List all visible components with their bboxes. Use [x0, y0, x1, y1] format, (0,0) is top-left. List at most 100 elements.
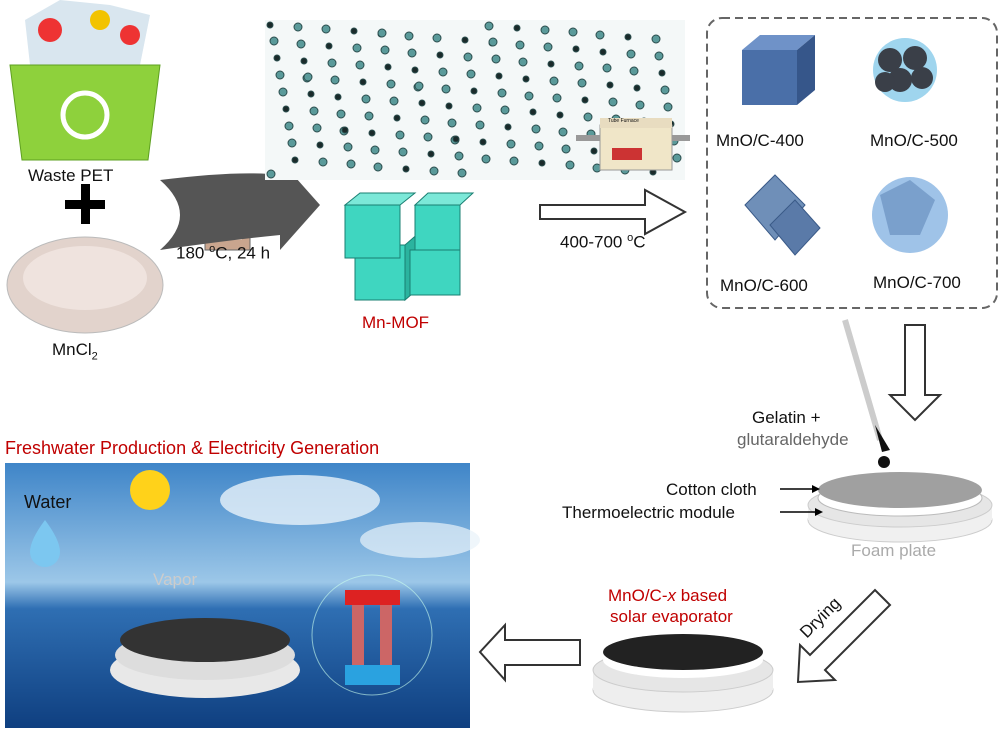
degree-sign: o: [209, 243, 216, 255]
mof-atom: [481, 154, 491, 164]
mof-atom: [316, 141, 324, 149]
mof-atom: [266, 169, 276, 179]
mof-atom: [386, 79, 396, 89]
mof-atom: [398, 147, 408, 157]
mof-atom: [466, 69, 476, 79]
mof-atom: [436, 51, 444, 59]
mof-atom: [293, 22, 303, 32]
mof-atom: [336, 109, 346, 119]
mn-mof-cubes-icon: [343, 192, 475, 302]
mof-atom: [654, 51, 664, 61]
mof-atom: [355, 60, 365, 70]
tube-furnace-text: Tube Furnace: [608, 118, 639, 124]
down-arrow-icon: [887, 324, 943, 422]
sample-label-600: MnO/C-600: [720, 276, 808, 295]
mof-atom: [404, 31, 414, 41]
vapor-label: Vapor: [153, 570, 198, 589]
mof-atom: [407, 48, 417, 58]
mof-atom: [651, 34, 661, 44]
mof-atom: [543, 42, 553, 52]
mof-atom: [568, 27, 578, 37]
evaporator-label-2: solar evaporator: [610, 607, 733, 626]
hydro-rest: C, 24 h: [215, 243, 271, 263]
mof-atom: [341, 126, 349, 134]
mof-atom: [343, 142, 353, 152]
mof-atom: [420, 115, 430, 125]
gelatin-label: Gelatin +: [752, 408, 821, 427]
evap-text-x: x: [667, 586, 677, 605]
mof-atom: [393, 114, 401, 122]
mof-atom: [307, 90, 315, 98]
furnace-unit: C: [633, 232, 646, 252]
mof-atom: [454, 151, 464, 161]
water-drop-icon: [30, 520, 60, 567]
mof-atom: [626, 49, 636, 59]
mof-atom: [312, 123, 322, 133]
mnoc-700-icon: [872, 177, 948, 253]
mof-atom: [296, 39, 306, 49]
mof-atom: [583, 112, 593, 122]
evap-text-c: based: [676, 586, 728, 605]
waste-pet-label: Waste PET: [28, 166, 114, 185]
layered-evaporator-icon: [807, 472, 993, 543]
mof-atom: [402, 165, 410, 173]
water-label: Water: [24, 492, 72, 512]
mof-atom: [500, 105, 510, 115]
mof-atom: [441, 84, 451, 94]
mof-atom: [565, 160, 575, 170]
mof-atom: [318, 157, 328, 167]
sample-label-700: MnO/C-700: [873, 273, 961, 292]
mof-atom: [540, 25, 550, 35]
mof-atom: [438, 67, 448, 77]
mof-atom: [321, 24, 331, 34]
evaporator-label-1: MnO/C-x based: [608, 586, 727, 606]
mof-atom: [445, 102, 453, 110]
mof-atom: [495, 72, 503, 80]
mncl2-subscript: 2: [91, 350, 98, 363]
mof-atom: [470, 87, 478, 95]
mof-atom: [581, 96, 589, 104]
mof-atom: [461, 36, 469, 44]
mof-atom: [624, 33, 632, 41]
mof-atom: [380, 45, 390, 55]
mof-atom: [672, 153, 682, 163]
mof-atom: [278, 87, 288, 97]
mof-atom: [364, 111, 374, 121]
mof-atom: [377, 28, 387, 38]
calcination-label: 400-700 oC: [560, 232, 646, 253]
mof-atom: [538, 159, 546, 167]
mof-atom: [291, 156, 299, 164]
tube-furnace-icon: [576, 118, 690, 171]
mof-atom: [275, 70, 285, 80]
mof-atom: [635, 100, 645, 110]
foam-plate-label: Foam plate: [851, 541, 937, 560]
mof-atom: [352, 43, 362, 53]
sun-icon: [130, 470, 170, 510]
thermoelectric-label: Thermoelectric module: [562, 503, 735, 522]
mof-atom: [534, 141, 544, 151]
mof-atom: [472, 103, 482, 113]
mof-atom: [457, 168, 467, 178]
freshwater-scene: [5, 463, 480, 728]
mof-atom: [269, 36, 279, 46]
mof-atom: [488, 37, 498, 47]
mof-atom: [334, 93, 342, 101]
mof-atom: [522, 75, 530, 83]
mncl2-text: MnCl: [52, 340, 92, 359]
mof-atom: [629, 66, 639, 76]
mof-atom: [484, 21, 494, 31]
mof-atom: [663, 102, 673, 112]
mof-atom: [599, 48, 607, 56]
hydro-temp: 180: [176, 243, 205, 263]
mof-atom: [595, 30, 605, 40]
mof-atom: [309, 106, 319, 116]
mof-atom: [384, 63, 392, 71]
mof-atom: [556, 111, 564, 119]
mof-atom: [491, 54, 501, 64]
mof-atom: [432, 33, 442, 43]
mof-atom: [608, 97, 618, 107]
mof-atom: [633, 84, 641, 92]
furnace-range: 400-700: [560, 232, 623, 252]
mof-atom: [423, 132, 433, 142]
